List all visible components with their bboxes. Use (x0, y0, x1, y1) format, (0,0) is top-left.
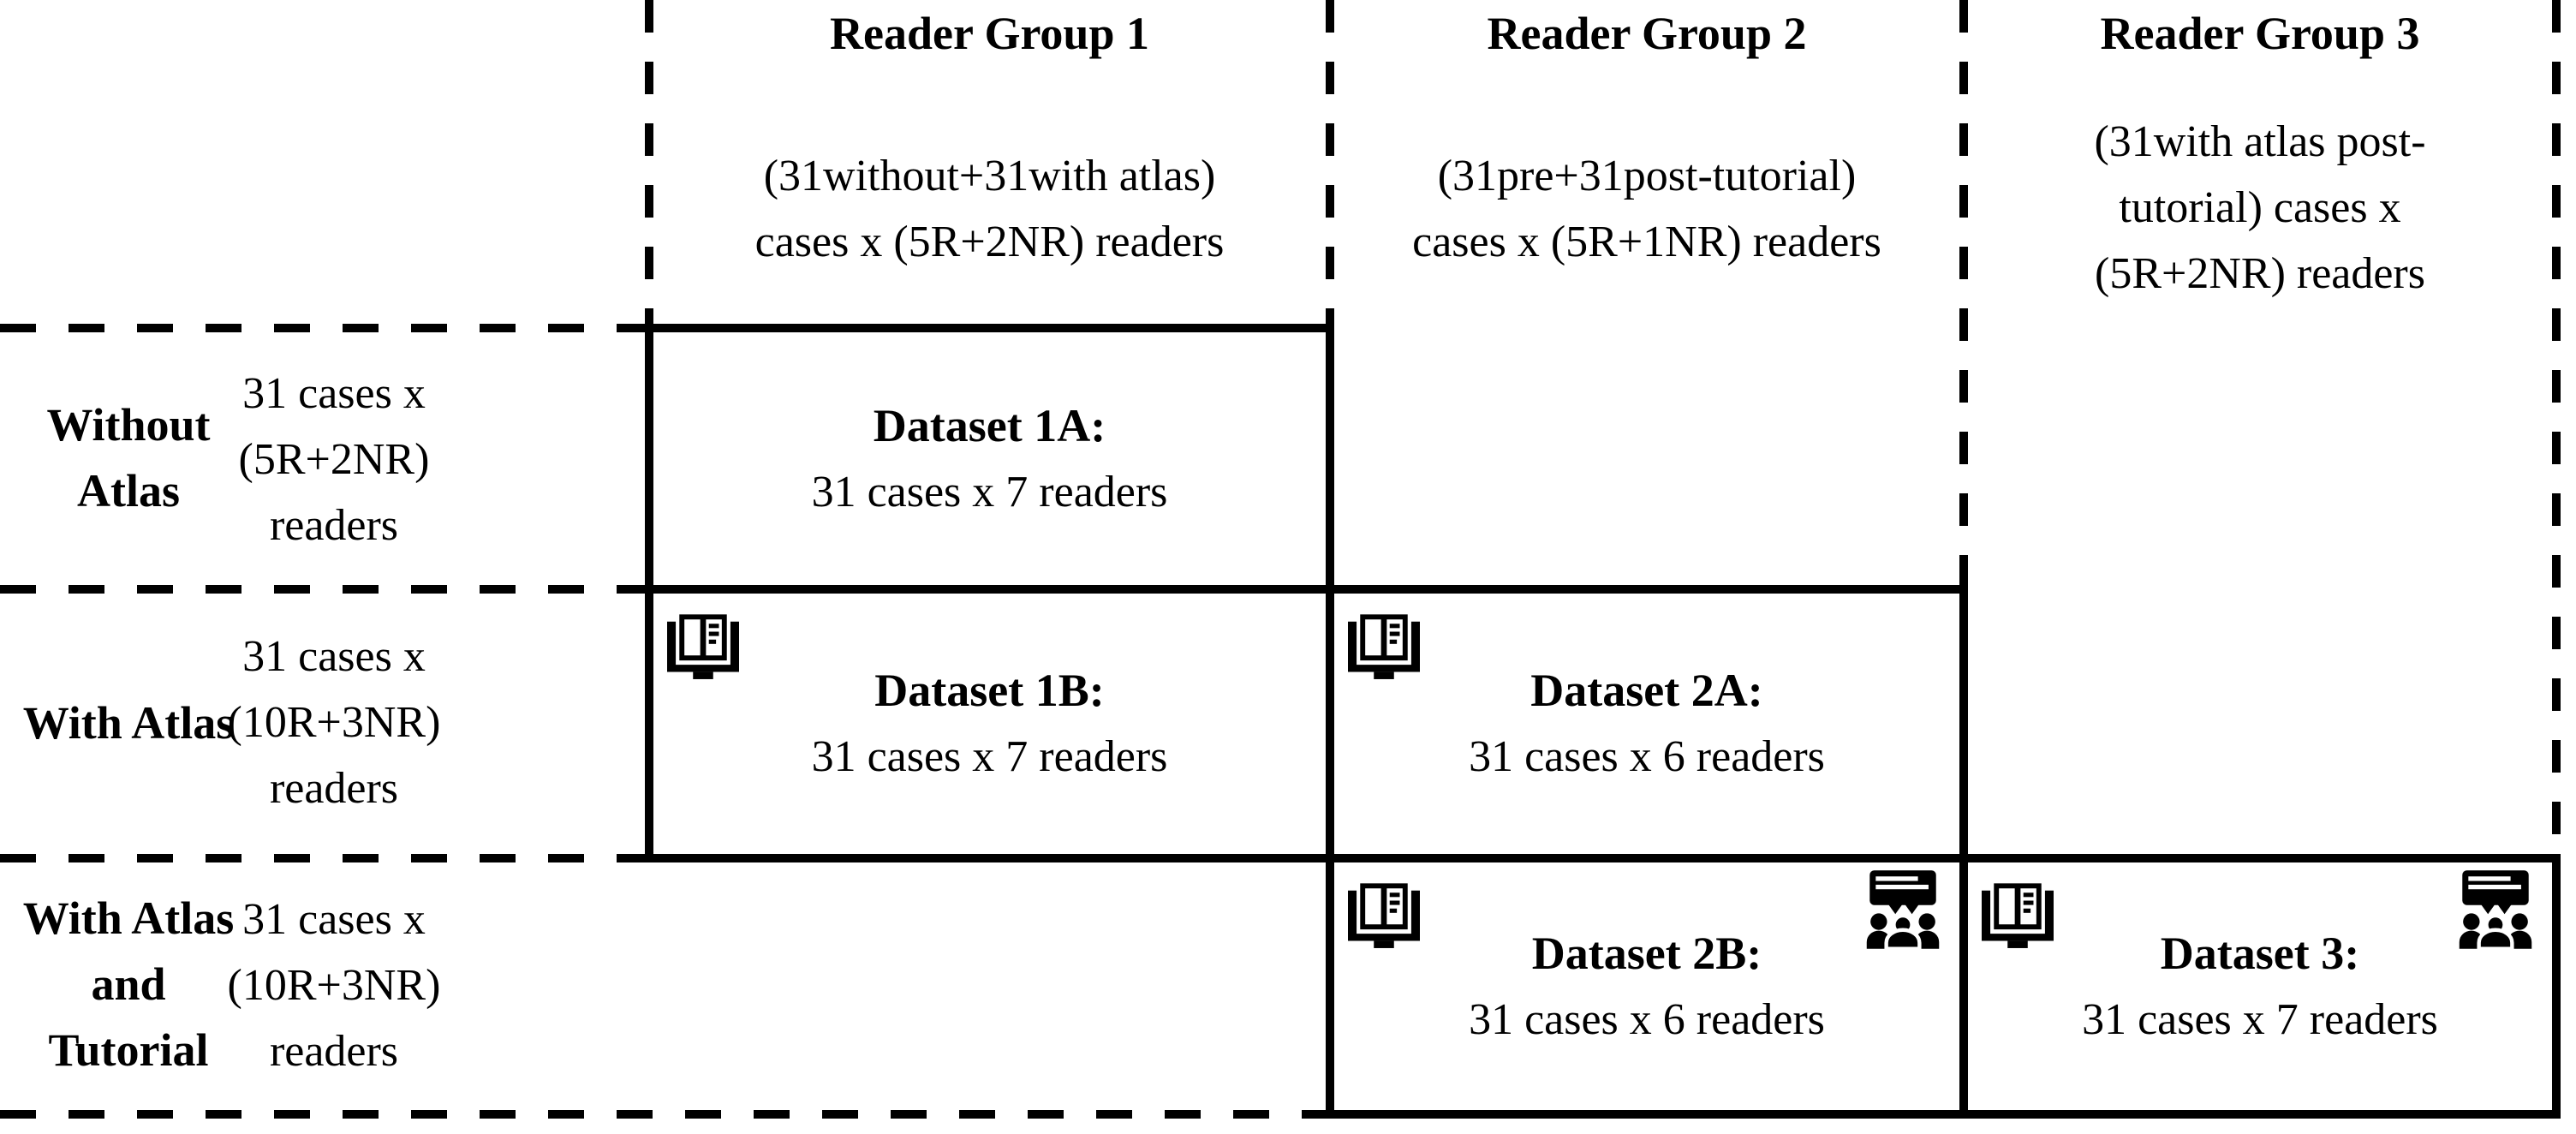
row-detail-line: readers (269, 764, 399, 813)
subtitle-line: cases x (5R+1NR) readers (1412, 218, 1881, 266)
reader-group-1-title: Reader Group 1 (829, 8, 1150, 59)
row-detail-line: 31 cases x (242, 895, 426, 944)
grid-line-vertical-dashed-2 (1326, 0, 1334, 328)
reader-group-1-subtitle: (31without+31with atlas) cases x (5R+2NR… (653, 143, 1326, 275)
dataset-2a-title: Dataset 2A: (1530, 665, 1763, 716)
row-detail-line: (5R+2NR) (238, 435, 430, 484)
reader-group-3-subtitle: (31with atlas post- tutorial) cases x (5… (1968, 109, 2552, 307)
dataset-1a-cell: Dataset 1A: 31 cases x 7 readers (653, 332, 1326, 585)
grid-line-horizontal-dashed-4 (0, 1110, 1326, 1119)
grid-line-vertical-dashed-4 (2552, 0, 2561, 858)
row-detail-line: (10R+3NR) (227, 698, 441, 747)
column-header-reader-group-3: Reader Group 3 (31with atlas post- tutor… (1968, 0, 2552, 298)
dataset-2a-cell: Dataset 2A: 31 cases x 6 readers (1334, 594, 1959, 854)
grid-line-horizontal-dashed-3 (0, 854, 645, 862)
row-label-with-atlas-and-tutorial: With Atlas and Tutorial (0, 886, 257, 1083)
grid-line-vertical-solid-3 (1959, 589, 1968, 1119)
row-label-with-atlas: With Atlas (0, 690, 257, 756)
column-header-reader-group-2: Reader Group 2 (31pre+31post-tutorial) c… (1334, 0, 1959, 266)
dataset-2a-detail: 31 cases x 6 readers (1469, 732, 1825, 781)
subtitle-line: (31with atlas post- (2094, 117, 2426, 166)
grid-line-vertical-dashed-3 (1959, 0, 1968, 589)
reader-group-2-subtitle: (31pre+31post-tutorial) cases x (5R+1NR)… (1334, 143, 1959, 275)
row-label-line: Without (46, 399, 211, 451)
row-detail-with-atlas: 31 cases x (10R+3NR) readers (214, 624, 454, 821)
tutorial-presentation-icon (2458, 868, 2533, 952)
subtitle-line: tutorial) cases x (2119, 183, 2401, 232)
dataset-1b-detail: 31 cases x 7 readers (811, 732, 1168, 781)
grid-line-vertical-dashed-1 (645, 0, 653, 328)
dataset-1a-title: Dataset 1A: (873, 399, 1106, 451)
row-label-line: Tutorial (48, 1024, 209, 1076)
grid-line-horizontal-solid-4 (1326, 1110, 2561, 1119)
row-label-line: and (91, 958, 166, 1010)
subtitle-line: (31without+31with atlas) (763, 152, 1216, 200)
atlas-book-icon (1348, 876, 1420, 957)
dataset-1b-cell: Dataset 1B: 31 cases x 7 readers (653, 594, 1326, 854)
row-label-line: Atlas (77, 465, 180, 516)
row-detail-line: 31 cases x (242, 369, 426, 418)
subtitle-line: (5R+2NR) readers (2095, 249, 2425, 298)
atlas-book-icon (1348, 607, 1420, 688)
row-detail-with-atlas-and-tutorial: 31 cases x (10R+3NR) readers (214, 886, 454, 1084)
dataset-1a-detail: 31 cases x 7 readers (811, 467, 1168, 516)
grid-line-horizontal-solid-3 (645, 854, 2561, 862)
grid-line-horizontal-dashed-1 (0, 324, 645, 332)
column-header-reader-group-1: Reader Group 1 (31without+31with atlas) … (653, 0, 1326, 266)
row-label-line: With Atlas (22, 697, 235, 749)
dataset-2b-detail: 31 cases x 6 readers (1469, 994, 1825, 1044)
row-label-without-atlas: Without Atlas (0, 392, 257, 524)
reader-group-3-title: Reader Group 3 (2100, 8, 2420, 59)
subtitle-line: cases x (5R+2NR) readers (754, 218, 1225, 266)
row-detail-without-atlas: 31 cases x (5R+2NR) readers (214, 361, 454, 558)
dataset-1b-title: Dataset 1B: (874, 665, 1105, 716)
row-detail-line: readers (269, 501, 399, 550)
atlas-book-icon (667, 607, 739, 688)
dataset-2b-title: Dataset 2B: (1531, 927, 1762, 979)
dataset-3-title: Dataset 3: (2160, 927, 2360, 979)
row-label-line: With Atlas (22, 892, 235, 944)
dataset-3-detail: 31 cases x 7 readers (2082, 994, 2438, 1044)
grid-line-horizontal-solid-1 (645, 324, 1334, 332)
grid-line-vertical-solid-4 (2552, 858, 2561, 1119)
tutorial-presentation-icon (1865, 868, 1941, 952)
row-detail-line: (10R+3NR) (227, 961, 441, 1010)
atlas-book-icon (1982, 876, 2054, 957)
grid-line-vertical-solid-2 (1326, 328, 1334, 1119)
grid-line-horizontal-dashed-2 (0, 585, 645, 594)
dataset-2b-cell: Dataset 2B: 31 cases x 6 readers (1334, 862, 1959, 1110)
grid-line-horizontal-solid-2 (645, 585, 1968, 594)
row-detail-line: 31 cases x (242, 632, 426, 681)
reader-group-2-title: Reader Group 2 (1487, 8, 1807, 59)
dataset-3-cell: Dataset 3: 31 cases x 7 readers (1968, 862, 2552, 1110)
subtitle-line: (31pre+31post-tutorial) (1437, 152, 1857, 200)
grid-line-vertical-solid-1 (645, 328, 653, 858)
row-detail-line: readers (269, 1027, 399, 1076)
